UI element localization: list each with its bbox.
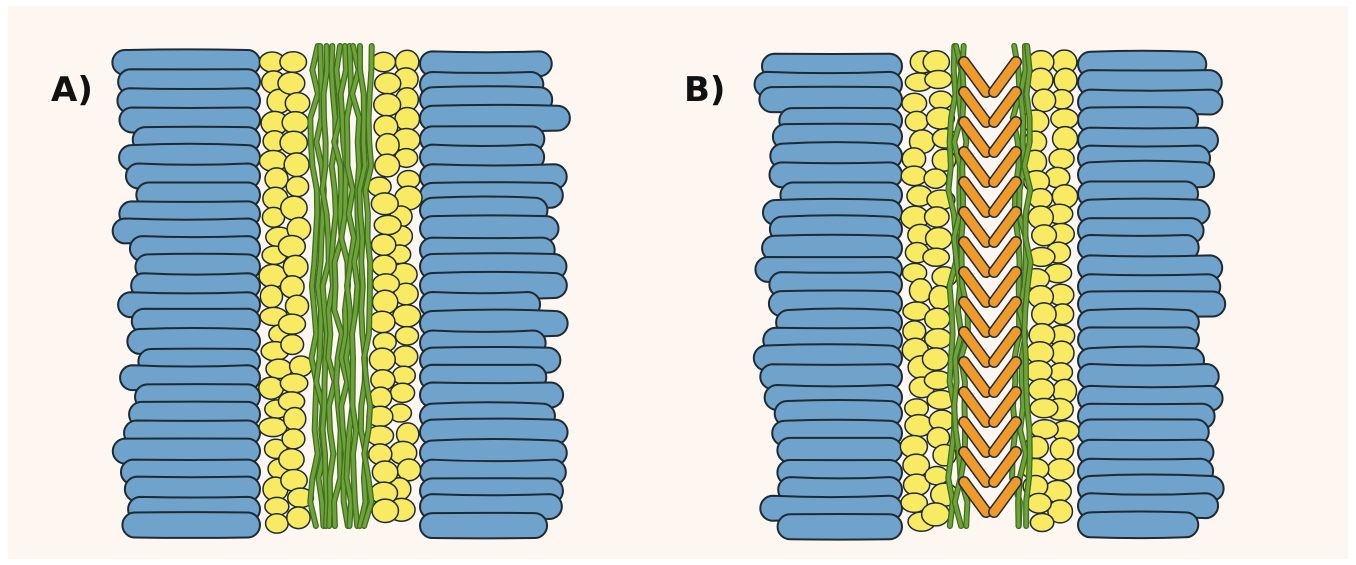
panel-a-diagram [112, 46, 570, 538]
head-group [926, 228, 952, 250]
head-group [259, 418, 287, 437]
head-group [393, 305, 421, 327]
head-group [371, 234, 395, 255]
head-group [278, 236, 305, 258]
head-group [391, 383, 415, 402]
lipid-tail [1078, 364, 1219, 389]
head-group [374, 215, 401, 234]
head-group [372, 290, 397, 314]
head-group [1053, 127, 1078, 151]
head-group [905, 111, 928, 131]
head-group [375, 73, 401, 94]
head-group [1032, 89, 1055, 112]
head-group [283, 255, 308, 278]
lipid-tail [778, 514, 902, 540]
head-group [372, 255, 396, 276]
head-group [1032, 303, 1056, 326]
head-group [265, 497, 289, 515]
lipid-tail [1078, 511, 1198, 538]
head-group [1027, 493, 1052, 513]
head-group [280, 374, 307, 393]
head-group [369, 348, 395, 371]
head-group [1032, 225, 1057, 246]
head-group [922, 503, 950, 526]
head-group [376, 134, 399, 157]
head-group [1029, 68, 1053, 91]
head-group [282, 429, 305, 449]
lipid-tail [777, 438, 902, 463]
head-group [1050, 438, 1073, 460]
head-group [393, 366, 416, 384]
head-group [924, 169, 947, 188]
head-group [1049, 149, 1074, 169]
head-group [1054, 68, 1077, 92]
head-group [902, 93, 927, 113]
head-group [923, 248, 949, 266]
head-group [929, 91, 952, 109]
head-group [280, 131, 307, 154]
head-group [284, 153, 309, 177]
head-group [925, 467, 948, 485]
head-group [280, 52, 307, 73]
head-group [285, 295, 308, 317]
head-group [1030, 513, 1053, 531]
head-group [259, 377, 284, 399]
head-group [278, 72, 305, 94]
head-group [372, 499, 398, 522]
head-group [371, 193, 398, 215]
head-group [393, 346, 418, 367]
head-group [396, 327, 419, 345]
head-group [281, 335, 304, 355]
head-group [925, 207, 950, 227]
panel-b-diagram [754, 46, 1225, 540]
head-group [286, 177, 308, 197]
head-group [279, 449, 304, 471]
head-group [284, 407, 306, 430]
head-group [285, 93, 309, 114]
head-group [922, 348, 948, 370]
head-group [266, 514, 289, 533]
head-group [369, 311, 395, 332]
head-group [1030, 398, 1058, 417]
head-group [260, 285, 282, 308]
lipid-tail [122, 512, 260, 538]
head-group [287, 507, 310, 529]
head-group [372, 461, 397, 484]
head-group [282, 112, 308, 134]
head-group [281, 196, 307, 220]
head-group [375, 154, 400, 177]
head-group [279, 314, 306, 334]
head-group [925, 308, 950, 330]
head-group [372, 52, 396, 72]
head-group [1047, 459, 1074, 480]
head-group [925, 70, 952, 88]
head-group [374, 93, 401, 116]
head-group [925, 329, 952, 349]
head-group [901, 166, 927, 186]
lipid-tail [420, 513, 547, 538]
head-group [1029, 379, 1055, 401]
head-group [280, 276, 304, 298]
